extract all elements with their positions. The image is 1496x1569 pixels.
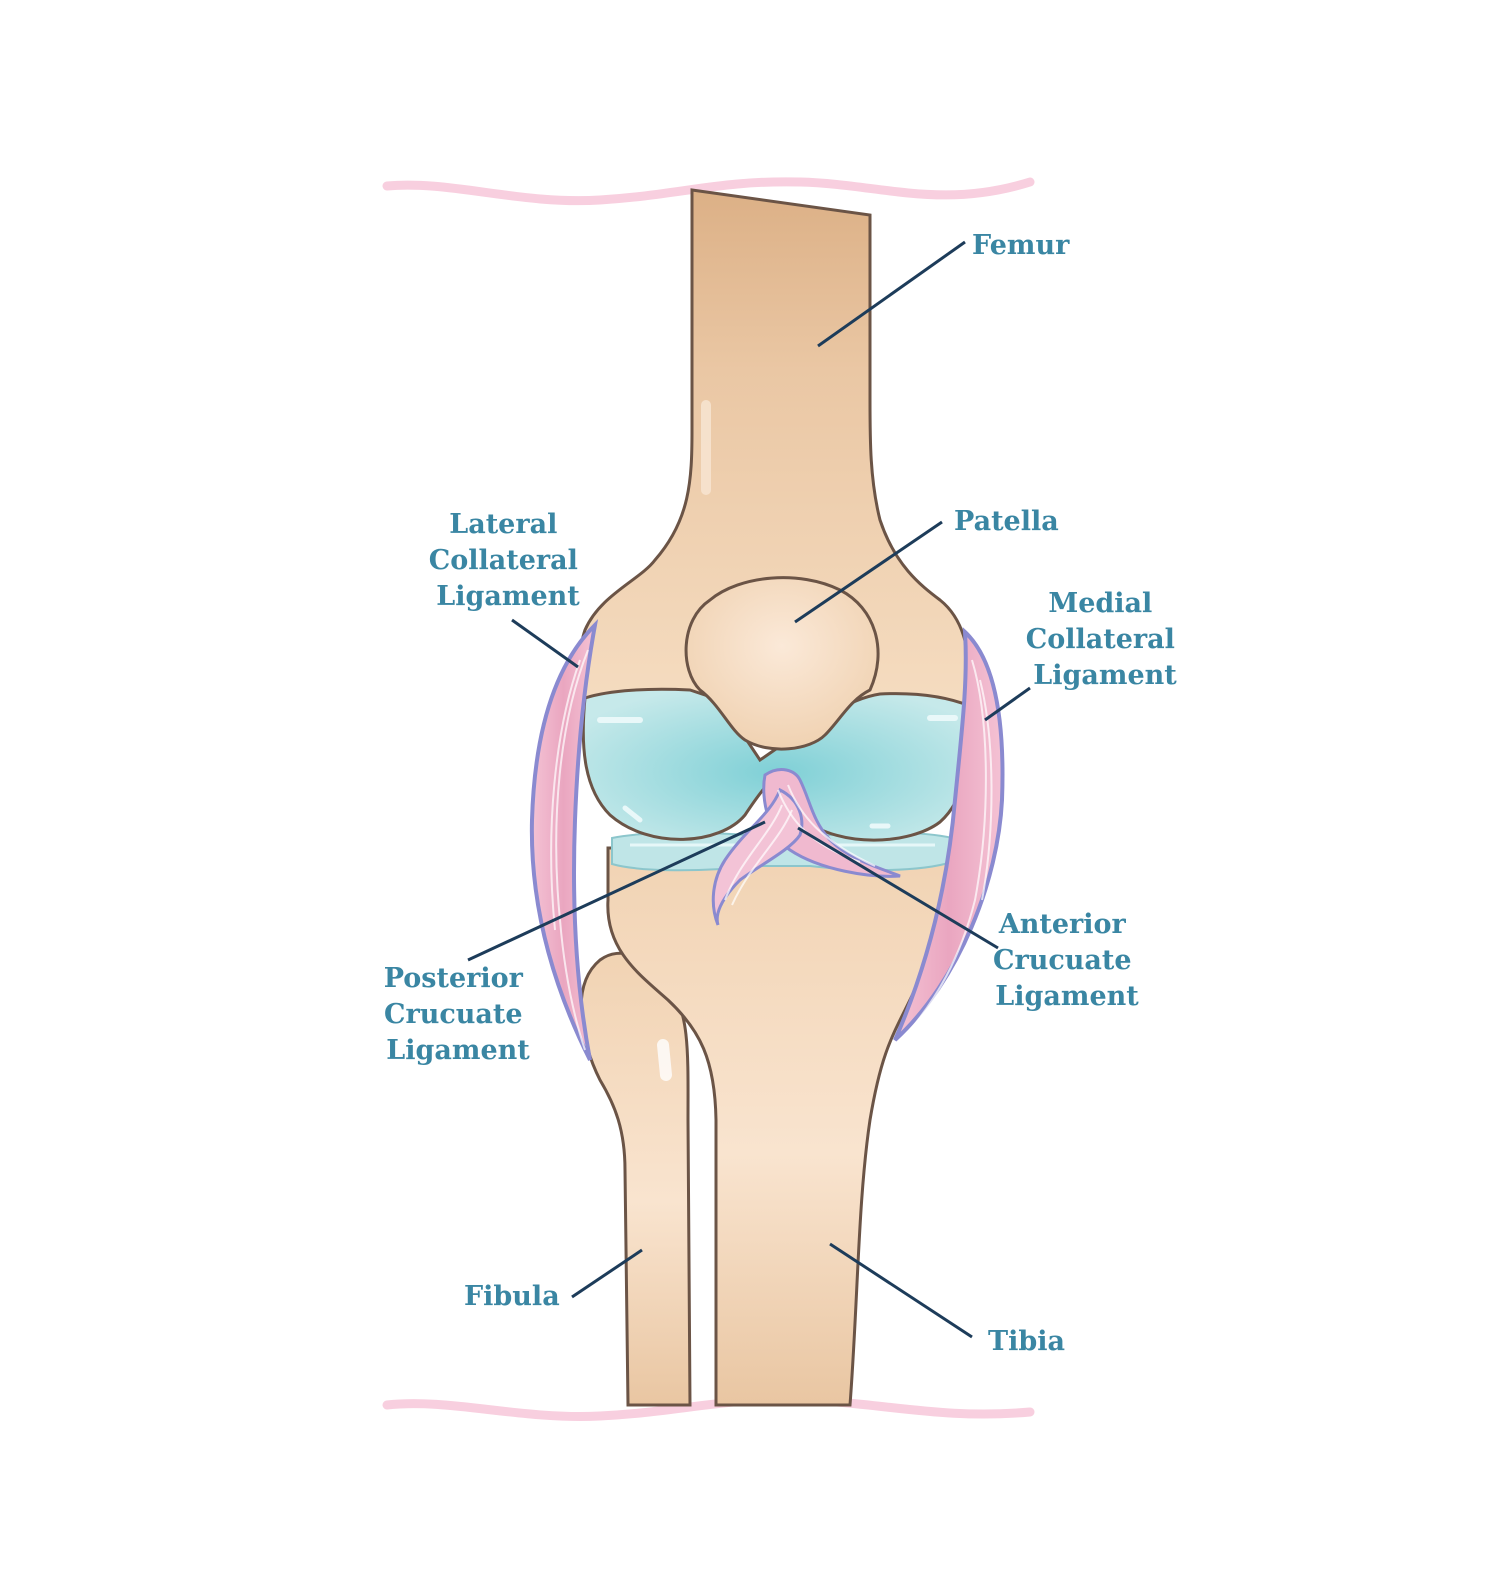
label-anterior-crucuate: Anterior Crucuate Ligament xyxy=(993,909,1141,1012)
label-lateral-collateral: Lateral Collateral Ligament xyxy=(429,509,588,612)
posterior-cruciate-ligament xyxy=(711,787,804,926)
tibia-leader xyxy=(829,1242,973,1339)
lateral-collateral-ligament xyxy=(529,619,599,1061)
label-tibia: Tibia xyxy=(988,1326,1065,1357)
label-femur: Femur xyxy=(972,230,1070,261)
posterior-crucuate-leader xyxy=(467,820,766,962)
cartilage-highlight-bottom-left xyxy=(622,805,643,823)
label-fibula: Fibula xyxy=(464,1281,560,1312)
femur-leader xyxy=(817,240,966,348)
top-skin-border xyxy=(382,177,1035,206)
pcl-fibers xyxy=(724,804,793,906)
fibula-leader xyxy=(571,1248,643,1299)
medial-ligament-fibers xyxy=(909,659,993,1031)
bottom-skin-border xyxy=(382,1395,1035,1421)
lateral-collateral-leader xyxy=(511,618,579,669)
fibula-highlight xyxy=(657,1039,672,1081)
label-medial-collateral: Medial Collateral Ligament xyxy=(1026,588,1185,691)
label-patella: Patella xyxy=(954,506,1059,537)
lateral-ligament-fibers xyxy=(550,649,589,1051)
medial-collateral-leader xyxy=(984,686,1031,722)
medial-collateral-ligament xyxy=(893,627,1005,1042)
fibula-bone xyxy=(579,951,692,1407)
patella-bone xyxy=(684,576,880,751)
anterior-crucuate-leader xyxy=(797,826,999,950)
label-posterior-crucuate: Posterior Crucuate Ligament xyxy=(384,963,533,1066)
patella-leader xyxy=(794,520,943,624)
